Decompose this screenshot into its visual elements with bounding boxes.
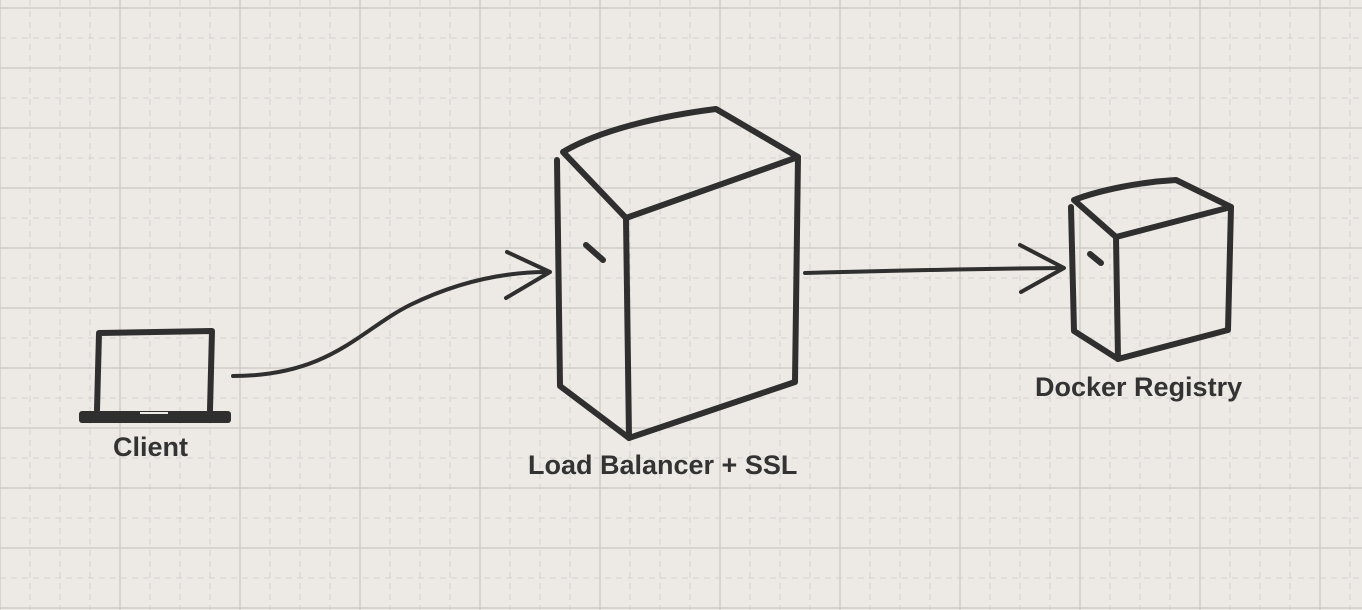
- server-icon[interactable]: [1068, 177, 1234, 362]
- laptop-icon[interactable]: [79, 328, 231, 423]
- load-balancer-label: Load Balancer + SSL: [528, 450, 798, 480]
- docker-registry-label: Docker Registry: [1035, 372, 1243, 402]
- edge-load-balancer-to-docker-registry: [803, 243, 1066, 294]
- edge-client-to-load-balancer: [231, 250, 552, 378]
- server-icon[interactable]: [554, 106, 801, 441]
- client-label: Client: [113, 432, 189, 462]
